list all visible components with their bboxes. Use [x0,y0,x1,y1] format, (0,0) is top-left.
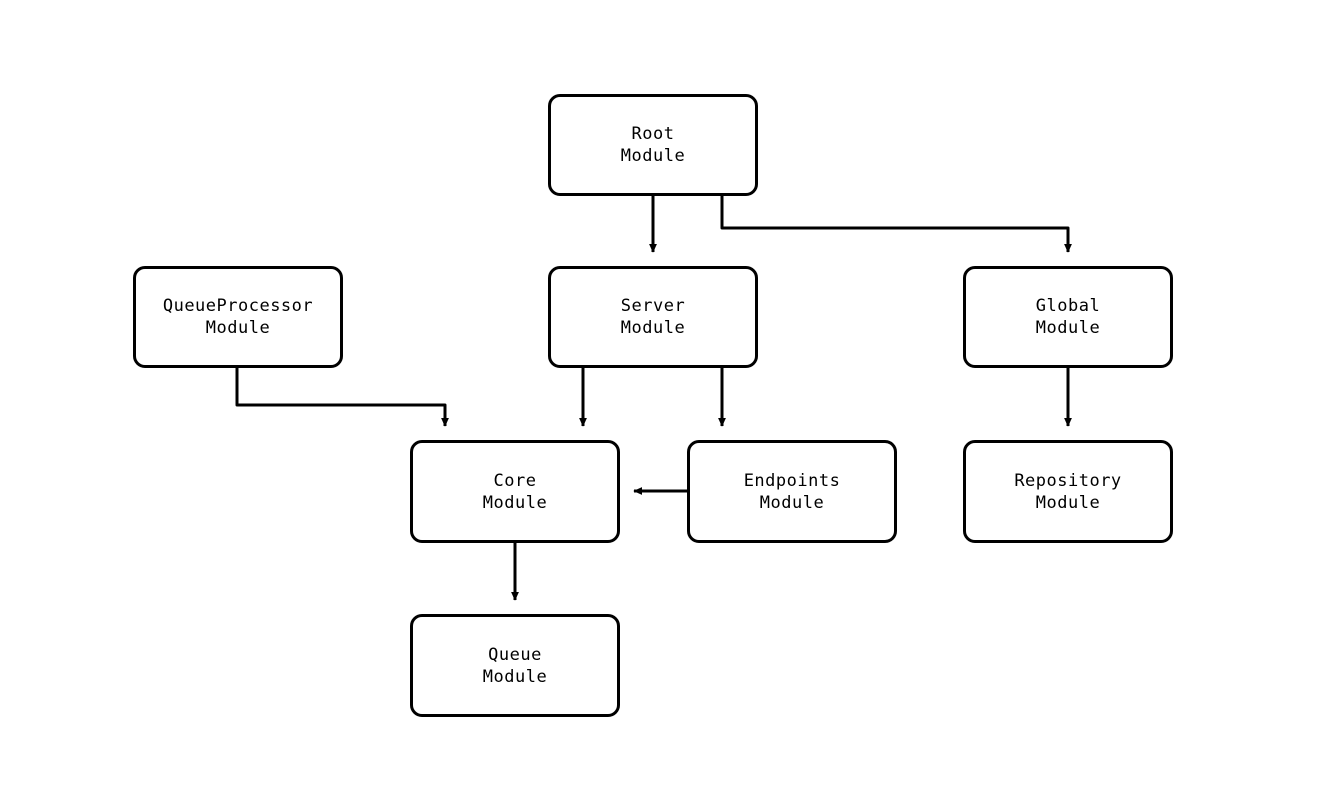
edge-queueprocessor-to-core [235,368,449,427]
node-global-kind: Module [1035,318,1101,338]
node-queueprocessor[interactable]: QueueProcessor Module [133,266,343,368]
node-endpoints[interactable]: Endpoints Module [687,440,897,543]
node-server-name: Server [620,296,686,316]
edge-root-to-global [720,196,1072,253]
node-root-name: Root [631,124,675,144]
node-endpoints-kind: Module [759,492,825,513]
node-queue[interactable]: Queue Module [410,614,620,717]
node-core-kind: Module [482,492,548,513]
node-root[interactable]: Root Module [548,94,758,196]
node-repository[interactable]: Repository Module [963,440,1173,543]
node-root-kind: Module [620,146,686,166]
node-repository-kind: Module [1035,492,1101,513]
node-queue-kind: Module [482,666,548,687]
node-queueprocessor-name: QueueProcessor [162,296,314,316]
node-repository-name: Repository [1014,470,1122,491]
node-queueprocessor-kind: Module [205,318,271,338]
node-global-name: Global [1035,296,1101,316]
node-global[interactable]: Global Module [963,266,1173,368]
node-server[interactable]: Server Module [548,266,758,368]
node-core[interactable]: Core Module [410,440,620,543]
node-server-kind: Module [620,318,686,338]
node-core-name: Core [493,470,537,491]
node-queue-name: Queue [488,644,542,665]
node-endpoints-name: Endpoints [743,470,841,491]
